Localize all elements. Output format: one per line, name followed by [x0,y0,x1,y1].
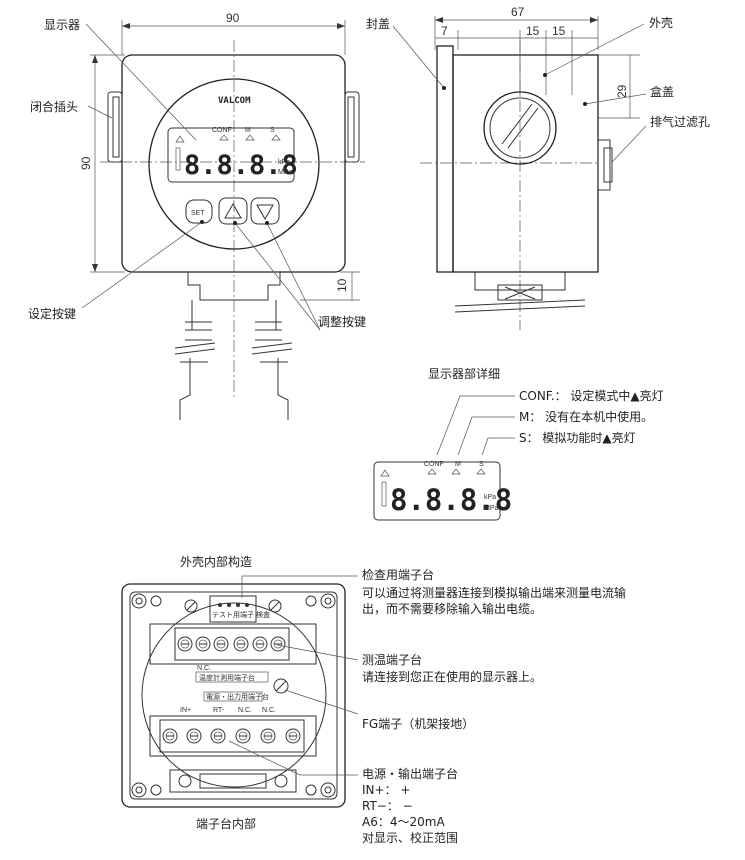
callout-temp-desc: 请连接到您正在使用的显示器上。 [362,669,542,684]
side-dim-29: 29 [615,84,629,98]
pwr-label-in: IN+ [180,707,191,714]
display-detail: 显示器部详细 CONF M S 8.8.8.8 kPa MPa CONF.： 设… [373,366,664,521]
callout-box-cover: 盒盖 [650,84,674,99]
detail-note-s: S： 模拟功能时▲亮灯 [519,430,636,445]
callout-vent: 排气过滤孔 [650,114,710,129]
callout-check-desc-2: 出，而不需要移除输入输出电缆。 [362,601,542,616]
front-brand: VALCOM [218,96,251,106]
set-button-shape [185,199,213,224]
detail-note-m: M： 没有在本机中使用。 [519,409,653,424]
temp-screw-1 [177,636,193,652]
temp-block-label: 温度計測用端子台 [199,673,255,682]
front-unit-kpa: kPa [278,159,290,166]
fg-screw [273,678,289,694]
power-terminal-screws [162,728,301,744]
detail-m: M [455,461,461,468]
down-arrow-icon [256,204,274,221]
detail-unit-kpa: kPa [484,494,496,501]
callout-power-line-4: 对显示、校正范围 [362,830,458,845]
callout-shell: 外壳 [649,16,673,30]
side-dim-15b: 15 [552,24,566,38]
callout-power-line-1: IN+： + [362,783,410,797]
callout-power-line-3: A6：4～20mA [362,815,445,829]
power-screw-5 [260,728,276,744]
side-view: 67 7 15 15 29 [366,5,710,330]
detail-conf: CONF [424,461,444,468]
power-screw-4 [235,728,251,744]
front-digits: 8.8.8.8 [184,150,298,181]
temp-nc-label: N.C. [197,665,211,672]
temp-screw-2 [195,636,211,652]
front-dim-width: 90 [226,11,240,25]
pwr-label-nc1: N.C. [238,707,252,714]
callout-check-desc-1: 可以通过将测量器连接到模拟输出端来测量电流输 [362,585,626,600]
pwr-label-rt: RT- [213,707,225,714]
front-view: 90 90 10 VALCOM CONF M S [28,11,366,420]
check-terminal-label: テスト用端子 検査 [212,610,270,619]
front-s: S [270,127,275,134]
callout-display: 显示器 [44,18,80,32]
power-block-label: 電源・出力用端子台 [206,692,269,701]
detail-s: S [479,461,484,468]
callout-set-key: 设定按键 [28,306,76,321]
terminal-interior: 外壳内部构造 端子台内部 テスト用端子 検査 N.C. 温度計測用端子台 [121,554,626,845]
callout-adjust-key: 调整按键 [318,314,366,329]
callout-plug: 闭合插头 [30,99,78,114]
callout-check-title: 检查用端子台 [362,567,434,582]
front-conf: CONF [212,127,232,134]
terminal-title: 外壳内部构造 [180,554,252,569]
front-dim-bottom: 10 [335,278,349,292]
power-screw-3 [210,728,226,744]
side-dim-7: 7 [441,24,448,38]
power-screw-6 [285,728,301,744]
power-screw-2 [186,728,202,744]
detail-note-conf: CONF.： 设定模式中▲亮灯 [519,388,664,403]
temp-terminal-screws [177,636,286,652]
callout-power-line-2: RT−： − [362,799,413,813]
callout-fg: FG端子（机架接地） [362,716,474,731]
side-dim-67: 67 [511,5,525,19]
temp-screw-5 [252,636,268,652]
front-dim-height: 90 [79,156,93,170]
terminal-caption: 端子台内部 [196,816,256,831]
detail-title: 显示器部详细 [428,366,500,381]
detail-digits: 8.8.8.8 [390,483,512,517]
side-dim-15a: 15 [526,24,540,38]
pwr-label-nc2: N.C. [262,707,276,714]
detail-unit-mpa: MPa [484,505,499,512]
up-arrow-icon [224,202,242,219]
power-screw-1 [162,728,178,744]
front-set-label: SET [191,210,205,217]
temp-screw-6 [270,636,286,652]
callout-seal-cap: 封盖 [366,17,390,31]
temp-screw-4 [233,636,249,652]
temp-screw-3 [213,636,229,652]
callout-temp-title: 测温端子台 [362,652,422,667]
front-unit-mpa: MPa [278,169,293,176]
front-m: M [245,127,251,134]
callout-power-title: 电源・输出端子台 [362,766,458,781]
